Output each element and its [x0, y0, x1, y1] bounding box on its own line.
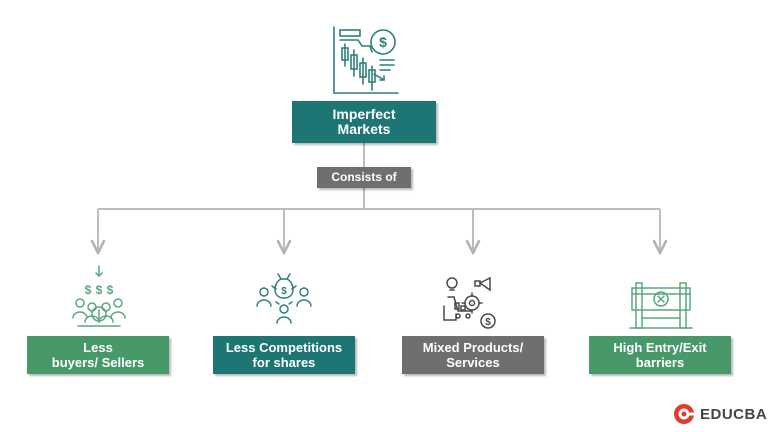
child-node-high-entry-exit: High Entry/Exit barriers [589, 336, 731, 374]
child-node-label: Less Competitions for shares [225, 340, 343, 370]
child-node-label: High Entry/Exit barriers [613, 340, 707, 370]
educba-logo-icon [674, 404, 694, 424]
money-bag-people-icon: $ [256, 273, 312, 324]
brand-logo: EDUCBA [673, 403, 767, 425]
child-node-label: Less buyers/ Sellers [51, 340, 145, 370]
connector-lines [98, 143, 660, 253]
brand-name: EDUCBA [700, 405, 768, 423]
svg-text:$: $ [107, 283, 114, 297]
root-node-label: Imperfect Markets [332, 106, 396, 137]
svg-text:$: $ [85, 283, 92, 297]
svg-text:$: $ [379, 34, 387, 50]
svg-text:$: $ [281, 286, 287, 297]
child-node-less-competitions: Less Competitions for shares [213, 336, 355, 374]
child-node-label: Mixed Products/ Services [422, 340, 524, 370]
child-node-mixed-products: Mixed Products/ Services [402, 336, 544, 374]
root-node-imperfect-markets: Imperfect Markets [292, 101, 436, 143]
candlestick-chart-dollar-icon: $ [333, 26, 399, 94]
buyers-sellers-dollar-icon: $ $ $ [72, 265, 126, 327]
mixed-products-icon: $ [443, 276, 496, 329]
svg-text:$: $ [96, 283, 103, 297]
connector-label-box: Consists of [317, 167, 411, 188]
connector-label: Consists of [331, 170, 397, 184]
barrier-icon [629, 282, 693, 329]
child-node-less-buyers-sellers: Less buyers/ Sellers [27, 336, 169, 374]
svg-text:$: $ [485, 317, 491, 328]
